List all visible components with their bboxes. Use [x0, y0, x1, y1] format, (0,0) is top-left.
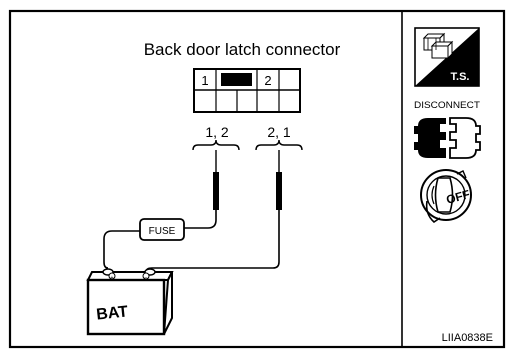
probe-label-left: 1, 2 [205, 124, 229, 140]
probe-right [276, 150, 282, 210]
battery [86, 268, 174, 336]
connector-cell-2: 2 [264, 73, 271, 88]
ts-label: T.S. [451, 71, 470, 83]
battery-minus-sign: − [145, 275, 148, 281]
ts-manual-icon [414, 27, 480, 87]
connector-title: Back door latch connector [144, 40, 341, 59]
fuse-label: FUSE [149, 226, 176, 237]
brace-left [192, 139, 240, 151]
fuse [139, 218, 185, 241]
brace-right [255, 139, 303, 151]
off-label: OFF [445, 187, 472, 207]
connector-latch-key [221, 73, 252, 86]
disconnect-label: DISCONNECT [414, 100, 481, 110]
ignition-off-icon [420, 169, 472, 224]
disconnect-icon [414, 117, 481, 159]
connector-grid [193, 68, 301, 113]
battery-label: BAT [96, 303, 130, 323]
battery-plus-sign: + [111, 275, 114, 281]
probe-left [213, 150, 219, 210]
figure-id: LIIA0838E [442, 332, 493, 344]
probe-label-right: 2, 1 [267, 124, 291, 140]
connector-cell-1: 1 [201, 73, 208, 88]
